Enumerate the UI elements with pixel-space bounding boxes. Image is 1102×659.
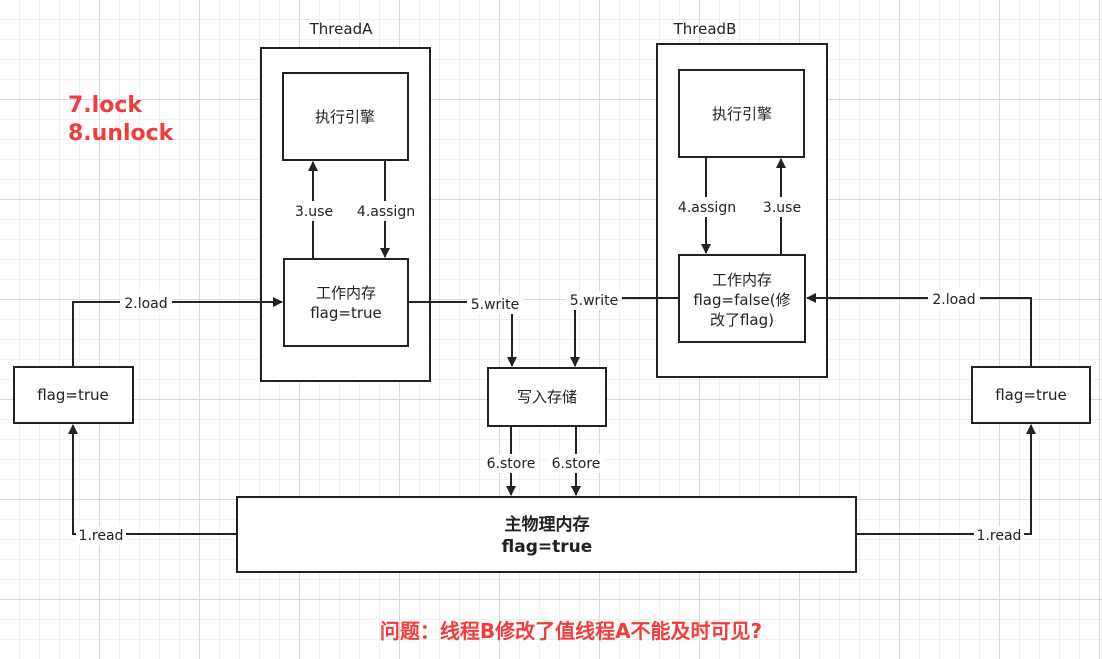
lock-annotation: 7.lock (68, 93, 143, 118)
store-left-label: 6.store (487, 456, 536, 472)
thread-b-work-memory-box (678, 254, 806, 343)
thread-b-title: ThreadB (673, 20, 737, 38)
thread-a-write-label-bg (467, 295, 523, 314)
thread-a-work-memory-label: 工作内存 (316, 284, 376, 302)
thread-b-engine-label: 执行引擎 (712, 105, 772, 123)
left-load-label-bg (120, 294, 172, 313)
right-read-edge (857, 424, 1036, 535)
store-left-label-bg (483, 454, 539, 473)
right-flag-box (971, 366, 1091, 424)
write-storage-box (487, 367, 607, 427)
thread-b-engine-box (678, 69, 805, 158)
thread-b-work-memory-value: flag=false(修 (693, 291, 790, 309)
left-load-edge (72, 297, 283, 366)
thread-b-write-label: 5.write (570, 293, 619, 309)
left-read-label-bg (76, 526, 126, 545)
question-text: 问题：线程B修改了值线程A不能及时可见? (380, 619, 762, 643)
left-load-label: 2.load (124, 296, 167, 312)
right-load-label-bg (928, 290, 980, 309)
main-memory-box (236, 496, 857, 573)
store-right-label-bg (548, 454, 604, 473)
left-flag-box (13, 366, 134, 424)
thread-a-write-label: 5.write (471, 297, 520, 313)
right-load-label: 2.load (932, 292, 975, 308)
thread-a-work-memory-box (283, 258, 409, 347)
thread-a-assign-label-bg (353, 201, 419, 221)
thread-b-assign-label-bg (674, 197, 740, 217)
right-load-edge (806, 293, 1032, 366)
thread-a-use-label: 3.use (295, 204, 333, 220)
store-right-label: 6.store (552, 456, 601, 472)
main-memory-title: 主物理内存 (505, 514, 590, 535)
thread-b-write-label-bg (566, 291, 622, 310)
unlock-annotation: 8.unlock (68, 121, 175, 146)
write-storage-label: 写入存储 (517, 388, 577, 406)
thread-b-assign-label: 4.assign (678, 200, 736, 216)
thread-b-work-memory-value-cont: 改了flag) (710, 311, 774, 329)
thread-a-engine-box (282, 72, 409, 161)
thread-a-assign-label: 4.assign (357, 204, 415, 220)
main-memory-value: flag=true (502, 537, 593, 557)
right-read-label-bg (974, 526, 1024, 545)
thread-b-use-label-bg (760, 197, 804, 217)
right-flag-label: flag=true (995, 386, 1067, 404)
left-flag-label: flag=true (37, 386, 109, 404)
thread-a-use-label-bg (292, 201, 336, 221)
thread-a-title: ThreadA (309, 20, 373, 38)
thread-a-engine-label: 执行引擎 (315, 108, 375, 126)
left-read-label: 1.read (79, 528, 124, 544)
thread-b-use-label: 3.use (763, 200, 801, 216)
right-read-label: 1.read (977, 528, 1022, 544)
left-read-edge (68, 424, 236, 535)
thread-a-work-memory-value: flag=true (310, 304, 382, 322)
thread-b-work-memory-label: 工作内存 (712, 271, 772, 289)
